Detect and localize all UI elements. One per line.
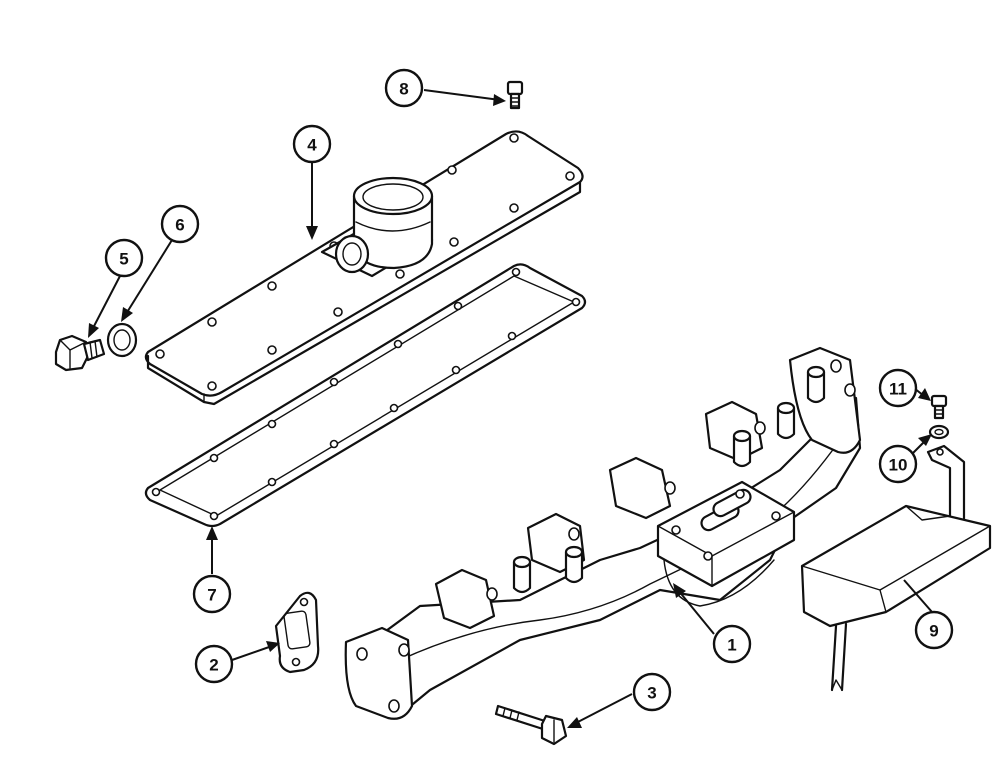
sealing-washer: [106, 322, 138, 358]
callout-7: 7: [192, 574, 232, 614]
heat-shield: [800, 444, 992, 692]
callout-3: 3: [632, 672, 672, 712]
callout-10-label: 10: [889, 456, 908, 475]
callout-5: 5: [104, 238, 144, 278]
cover-plate: [144, 130, 584, 406]
leader-lines: [88, 89, 933, 728]
callout-6-label: 6: [175, 216, 184, 235]
bolt-right: [930, 394, 948, 420]
gasket: [144, 263, 587, 528]
callout-11: 11: [878, 368, 918, 408]
port-gasket: [274, 591, 320, 674]
callout-2: 2: [194, 644, 234, 684]
exhaust-manifold: [344, 346, 862, 720]
long-bolt: [494, 704, 568, 746]
plug: [54, 334, 106, 372]
bolt-top: [506, 80, 524, 110]
callout-8-label: 8: [399, 80, 408, 99]
callout-5-label: 5: [119, 250, 128, 269]
callout-4: 4: [292, 124, 332, 164]
callout-9: 9: [914, 610, 954, 650]
callout-9-label: 9: [929, 622, 938, 641]
callout-3-label: 3: [647, 684, 656, 703]
callout-6: 6: [160, 204, 200, 244]
callout-8: 8: [384, 68, 424, 108]
callout-1: 1: [712, 624, 752, 664]
callout-11-label: 11: [889, 380, 907, 399]
callout-10: 10: [878, 444, 918, 484]
callout-7-label: 7: [207, 586, 216, 605]
callout-1-label: 1: [727, 636, 736, 655]
callout-2-label: 2: [209, 656, 218, 675]
washer-right: [928, 424, 950, 440]
callout-4-label: 4: [307, 136, 317, 155]
